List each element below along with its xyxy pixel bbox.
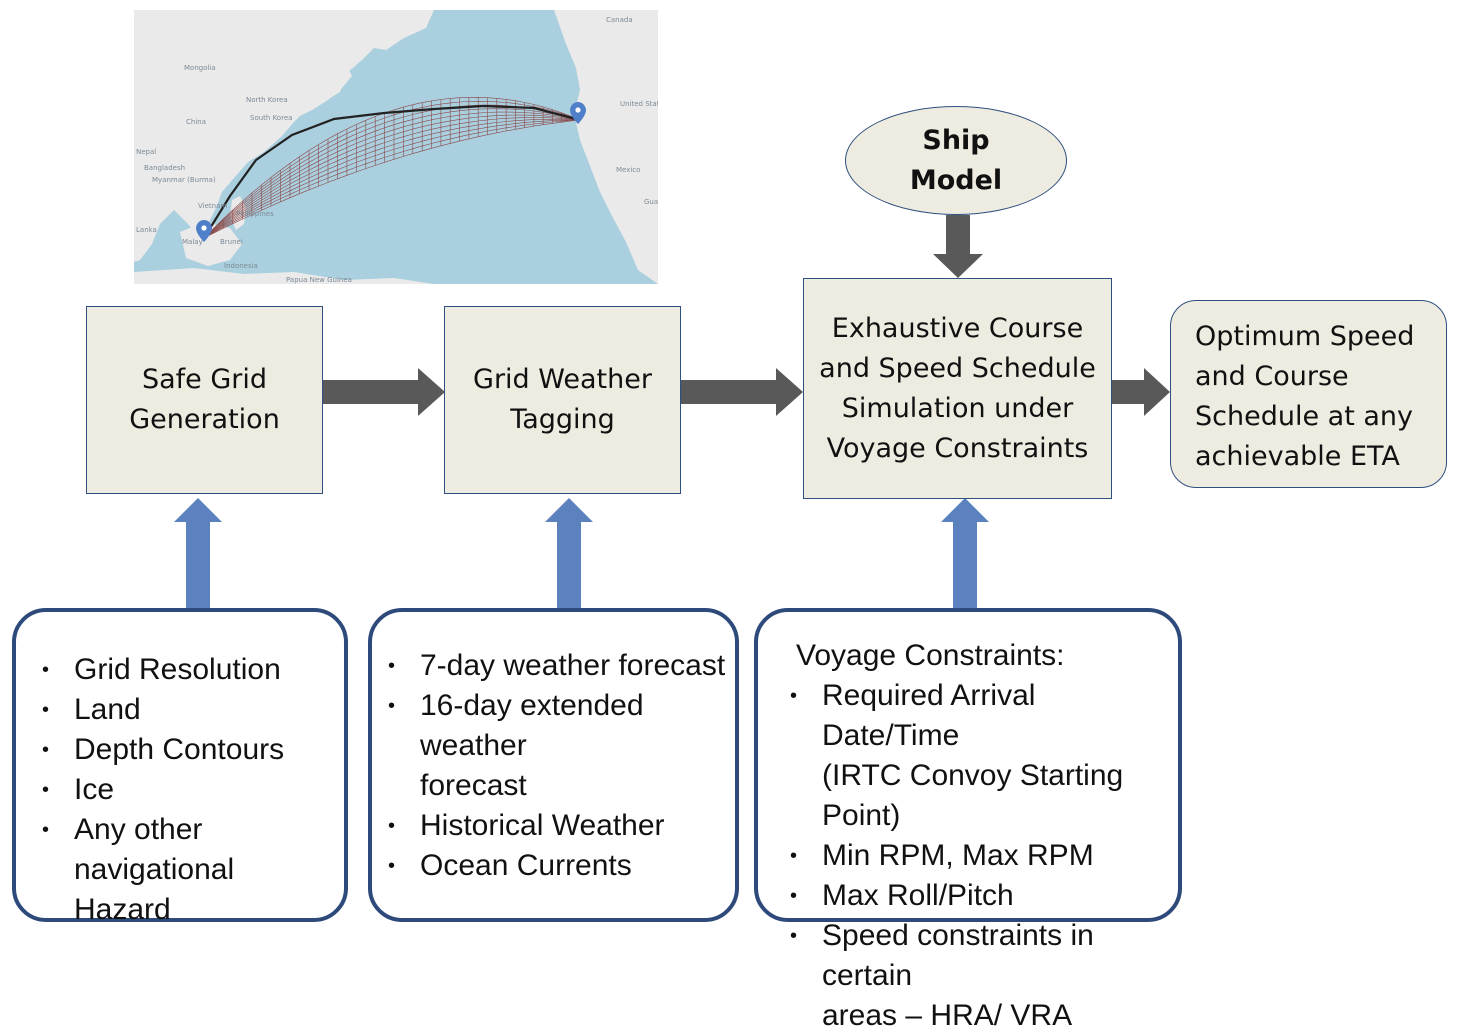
input-arrow-grid	[174, 498, 222, 608]
map-pin-icon	[196, 220, 212, 242]
map-label-indonesia: Indonesia	[224, 262, 258, 270]
course-speed-simulation-box: Exhaustive Course and Speed Schedule Sim…	[803, 278, 1112, 499]
map-label-united-states: United States	[620, 100, 658, 108]
map-label-lanka: Lanka	[136, 226, 157, 234]
route-grid	[203, 96, 581, 239]
map-land-korea	[266, 102, 282, 132]
grid-inputs-panel: Grid Resolution Land Depth Contours Ice …	[12, 608, 348, 926]
map-land-america	[554, 10, 658, 284]
safe-grid-generation-label: Safe Grid Generation	[129, 364, 280, 435]
safe-grid-generation-box: Safe Grid Generation	[86, 306, 323, 494]
map-land-borneo	[180, 222, 242, 266]
route-map-graphic: Canada Mongolia China North Korea South …	[134, 10, 658, 284]
grid-weather-tagging-box: Grid Weather Tagging	[444, 306, 681, 494]
weather-inputs-panel: 7-day weather forecast 16-day extended w…	[368, 608, 739, 922]
list-item: Historical Weather	[374, 806, 729, 846]
map-label-north-korea: North Korea	[246, 96, 288, 104]
list-item: Depth Contours	[28, 730, 338, 770]
map-land-indonesia	[134, 268, 434, 284]
list-item: Speed constraints in certain areas – HRA…	[776, 916, 1174, 1036]
list-item: Any other navigational Hazard	[28, 810, 338, 930]
grid-weather-tagging-label: Grid Weather Tagging	[473, 364, 652, 435]
map-label-malaysia: Malay	[182, 238, 203, 246]
map-label-south-korea: South Korea	[250, 114, 292, 122]
map-label-guat: Guat	[644, 198, 658, 206]
input-arrow-voyage	[941, 498, 989, 608]
map-land-japan	[296, 68, 352, 116]
voyage-constraints-panel: Voyage Constraints: Required Arrival Dat…	[754, 608, 1182, 1032]
map-label-nepal: Nepal	[136, 148, 156, 156]
list-item: Required Arrival Date/Time (IRTC Convoy …	[776, 676, 1174, 836]
map-label-brunei: Brunei	[220, 238, 243, 246]
flow-arrow-weather-to-simulation	[681, 368, 803, 416]
map-label-philippines: Philippines	[236, 210, 274, 218]
input-arrow-weather	[545, 498, 593, 608]
map-label-vietnam: Vietnam	[198, 202, 227, 210]
course-speed-simulation-label: Exhaustive Course and Speed Schedule Sim…	[819, 312, 1096, 464]
map-label-mexico: Mexico	[616, 166, 640, 174]
grid-inputs-list: Grid Resolution Land Depth Contours Ice …	[28, 650, 338, 930]
list-item: Ocean Currents	[374, 846, 729, 886]
voyage-constraints-heading: Voyage Constraints:	[796, 639, 1065, 672]
flow-arrow-ship-model	[933, 215, 983, 278]
ship-model-ellipse: Ship Model	[845, 106, 1067, 215]
map-label-china: China	[186, 118, 206, 126]
weather-inputs-list: 7-day weather forecast 16-day extended w…	[374, 646, 729, 886]
list-item: Max Roll/Pitch	[776, 876, 1174, 916]
optimal-route-line	[203, 104, 581, 239]
map-label-mongolia: Mongolia	[184, 64, 216, 72]
flow-arrow-simulation-to-output	[1112, 368, 1170, 416]
connectors	[174, 215, 1170, 608]
optimum-schedule-output-label: Optimum Speed and Course Schedule at any…	[1195, 321, 1415, 472]
map-label-canada: Canada	[606, 16, 633, 24]
flow-arrow-grid-to-weather	[322, 368, 445, 416]
map-label-bangladesh: Bangladesh	[144, 164, 185, 172]
list-item: Land	[28, 690, 338, 730]
list-item: Min RPM, Max RPM	[776, 836, 1174, 876]
ship-model-label: Ship Model	[909, 124, 1003, 196]
map-label-papua: Papua New Guinea	[286, 276, 352, 284]
route-map: Canada Mongolia China North Korea South …	[134, 10, 658, 284]
map-land-asia	[134, 10, 434, 262]
map-label-myanmar: Myanmar (Burma)	[152, 176, 216, 184]
list-item: 7-day weather forecast	[374, 646, 729, 686]
list-item: Grid Resolution	[28, 650, 338, 690]
list-item: 16-day extended weather forecast	[374, 686, 729, 806]
voyage-constraints-list: Required Arrival Date/Time (IRTC Convoy …	[776, 676, 1174, 1036]
map-pin-icon	[570, 102, 586, 124]
optimum-schedule-output-box: Optimum Speed and Course Schedule at any…	[1170, 300, 1447, 488]
list-item: Ice	[28, 770, 338, 810]
